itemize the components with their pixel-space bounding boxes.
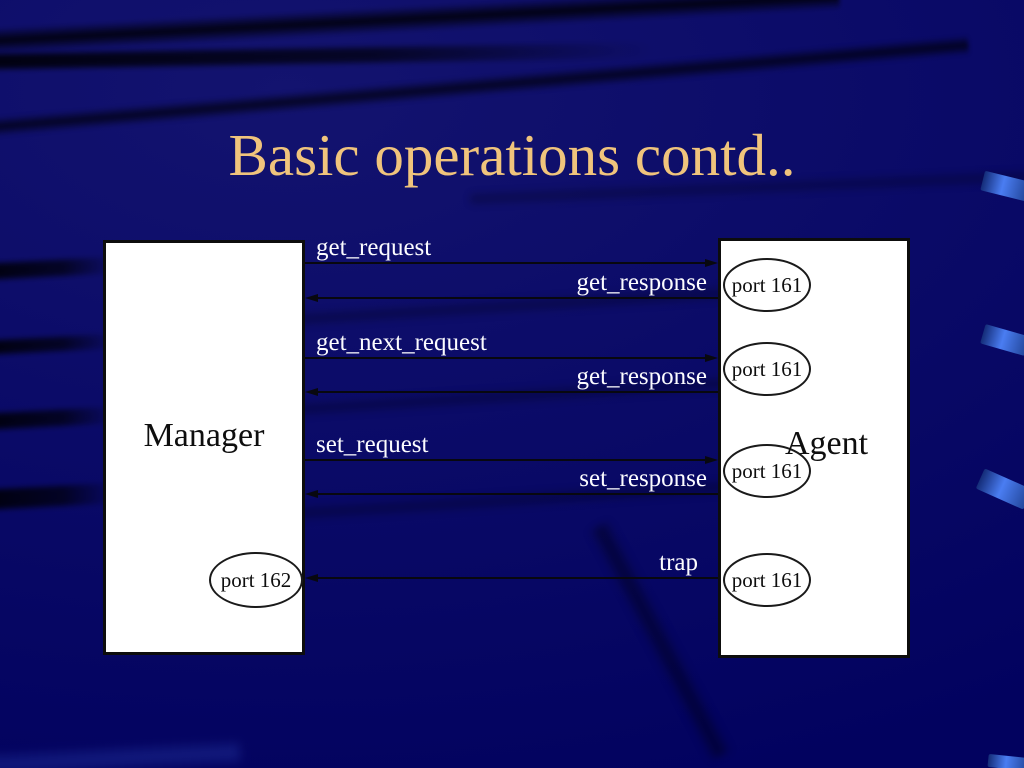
background-ribbon-right-3: [975, 468, 1024, 510]
arrowhead-icon: [705, 354, 718, 362]
agent-port-ellipse: port 161: [723, 342, 811, 396]
arrow-line: [316, 577, 718, 579]
agent-port-label: port 161: [731, 272, 803, 297]
arrow-line: [316, 297, 718, 299]
agent-port-label: port 161: [731, 458, 803, 483]
arrowhead-icon: [305, 574, 318, 582]
agent-port-ellipse: port 161: [723, 553, 811, 607]
manager-port-label: port 162: [220, 567, 292, 592]
background-glow-bottom-left: [0, 743, 241, 768]
agent-port-ellipse: port 161: [723, 258, 811, 312]
message-label-set-response: set_response: [579, 465, 707, 492]
arrowhead-icon: [705, 456, 718, 464]
agent-port-label: port 161: [731, 356, 803, 381]
message-label-get-request: get_request: [316, 234, 432, 261]
arrow-get-response-1: [305, 292, 718, 304]
arrow-line: [305, 459, 707, 461]
message-label-set-request: set_request: [316, 431, 429, 458]
manager-label: Manager: [143, 417, 265, 454]
arrow-line: [305, 357, 707, 359]
arrow-line: [316, 493, 718, 495]
message-label-get-response-2: get_response: [576, 363, 707, 390]
message-label-trap: trap: [659, 549, 698, 576]
agent-port-label: port 161: [731, 567, 803, 592]
arrow-get-response-2: [305, 386, 718, 398]
background-swoosh-top-curve: [0, 0, 841, 57]
background-ribbon-right-2: [980, 324, 1024, 356]
arrow-get-next-request: [305, 352, 718, 364]
arrow-trap: [305, 572, 718, 584]
agent-label: Agent: [785, 425, 869, 462]
message-label-get-response-1: get_response: [576, 269, 707, 296]
arrowhead-icon: [305, 490, 318, 498]
manager-box: [103, 240, 305, 655]
background-ribbon-bottom-right: [987, 753, 1024, 768]
background-swoosh-top-black-band: [0, 41, 691, 70]
arrowhead-icon: [305, 388, 318, 396]
slide-title: Basic operations contd..: [228, 122, 796, 188]
arrowhead-icon: [305, 294, 318, 302]
arrow-line: [316, 391, 718, 393]
arrow-set-response: [305, 488, 718, 500]
agent-port-ellipse: port 161: [723, 444, 811, 498]
arrow-line: [305, 262, 707, 264]
arrowhead-icon: [705, 259, 718, 267]
manager-port-ellipse: port 162: [209, 552, 303, 608]
arrow-get-request: [305, 257, 718, 269]
message-label-get-next-request: get_next_request: [316, 329, 487, 356]
arrow-set-request: [305, 454, 718, 466]
